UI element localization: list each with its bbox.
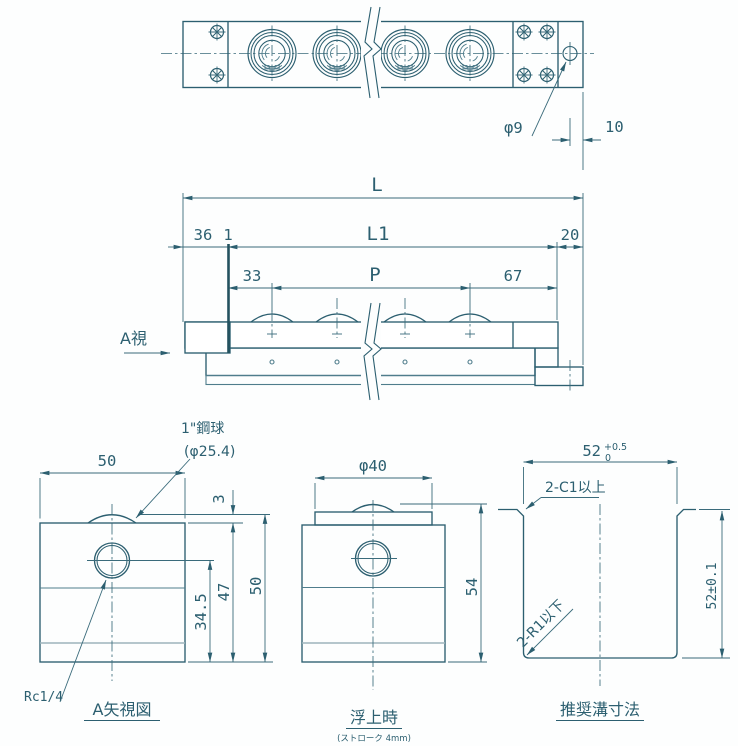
break-line bbox=[363, 302, 373, 401]
dim-1-label: 1 bbox=[223, 226, 232, 244]
dim-port-height-label: 34.5 bbox=[192, 593, 210, 630]
view-a-dimensions: 50 3 47 50 34.5 bbox=[39, 452, 273, 663]
view-a-arrow-label: A視 bbox=[120, 329, 147, 348]
groove-depth-dimension: 52±0.1 bbox=[682, 509, 730, 659]
lifted-view: φ40 54 浮上時 (ストローク 4mm) bbox=[301, 457, 487, 744]
groove-view: 52 +0.5 0 2-C1以上 2-R1以下 52±0.1 推奨溝寸法 bbox=[498, 442, 730, 721]
dim-L-label: L bbox=[371, 174, 382, 196]
port-callout: Rc1/4 bbox=[24, 579, 107, 705]
dim-20-label: 20 bbox=[561, 226, 580, 244]
dim-groove-width-tol-lower: 0 bbox=[605, 453, 611, 464]
dim-L1-label: L1 bbox=[367, 223, 390, 245]
chamfer-callout: 2-C1以上 bbox=[525, 480, 606, 510]
dim-67-label: 67 bbox=[504, 267, 523, 285]
groove-width-dimension: 52 +0.5 0 bbox=[523, 442, 678, 504]
rail-left-cap bbox=[184, 321, 231, 354]
dim-body-height-label: 47 bbox=[215, 583, 233, 602]
front-view-dimensions: L L1 36 1 20 P 33 67 bbox=[168, 174, 584, 365]
plate-air-holes bbox=[269, 359, 473, 365]
chamfer-label: 2-C1以上 bbox=[545, 480, 606, 496]
groove-title: 推奨溝寸法 bbox=[560, 700, 640, 719]
rail-body-outline bbox=[182, 20, 584, 89]
ball-label-line1: 1"鋼球 bbox=[181, 421, 224, 437]
dim-ball-height-label: 3 bbox=[210, 494, 228, 503]
break-line bbox=[372, 6, 382, 99]
dim-total-height-label: 50 bbox=[247, 577, 265, 596]
groove-profile bbox=[498, 508, 696, 659]
plan-view: φ9 10 bbox=[161, 6, 624, 170]
break-line bbox=[363, 6, 373, 99]
lift-pad bbox=[314, 511, 433, 526]
phi9-label: φ9 bbox=[504, 119, 523, 137]
ball-label-line2: (φ25.4) bbox=[184, 444, 235, 460]
lifted-subtitle: (ストローク 4mm) bbox=[337, 734, 411, 744]
block-outline bbox=[39, 522, 186, 663]
front-view: A視 bbox=[120, 244, 584, 401]
view-a-title: A矢視図 bbox=[93, 700, 152, 719]
block-outline bbox=[301, 524, 446, 663]
dim-total-height-label: 54 bbox=[463, 578, 481, 597]
dim-groove-depth-label: 52±0.1 bbox=[705, 563, 720, 610]
dim-33-label: 33 bbox=[243, 267, 262, 285]
port-label: Rc1/4 bbox=[24, 690, 63, 705]
end-foot-block bbox=[534, 366, 584, 387]
dim-36-label: 36 bbox=[194, 226, 213, 244]
lifted-dimensions: φ40 54 bbox=[314, 457, 487, 663]
radius-label: 2-R1以下 bbox=[514, 597, 568, 651]
end-step-block bbox=[534, 347, 559, 368]
lifted-title: 浮上時 bbox=[350, 708, 398, 727]
ball-centerlines bbox=[267, 298, 475, 338]
dim-P-label: P bbox=[369, 264, 380, 286]
dim-groove-width-tol-upper: +0.5 bbox=[604, 442, 627, 453]
dim-pad-label: φ40 bbox=[359, 457, 387, 475]
plan-dimensions: φ9 10 bbox=[504, 61, 624, 170]
dim-width-label: 50 bbox=[98, 452, 117, 470]
view-a: 50 3 47 50 34.5 1"鋼球 (φ25.4) Rc1/4 A矢視図 bbox=[24, 421, 273, 721]
dim-groove-width-label: 52 bbox=[582, 442, 601, 460]
dim-10-label: 10 bbox=[605, 118, 624, 136]
break-line bbox=[372, 302, 382, 401]
ball-callout: 1"鋼球 (φ25.4) bbox=[135, 421, 235, 519]
